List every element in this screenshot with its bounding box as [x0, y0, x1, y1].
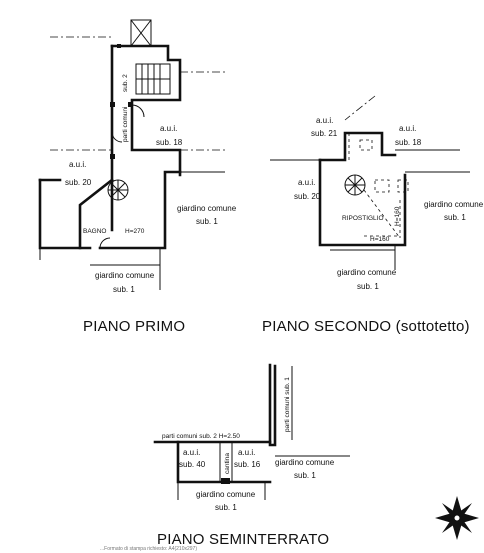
label-aui-40-a: a.u.i.: [183, 448, 200, 457]
footer-stamp: ...Formato di stampa richiesto: A4(210x2…: [100, 546, 197, 552]
title-piano-seminterrato: PIANO SEMINTERRATO: [157, 531, 329, 548]
label-h160-vertical: H=160: [394, 206, 401, 226]
attic-walls: [318, 131, 397, 162]
label-giardino-right-a-semi: giardino comune: [275, 458, 335, 467]
label-aui-18-a: a.u.i.: [160, 124, 177, 133]
north-arrow-icon: [435, 496, 479, 540]
label-aui-20-a-secondo: a.u.i.: [298, 178, 315, 187]
label-bagno: BAGNO: [83, 228, 106, 235]
label-h160-horizontal: H=160: [370, 236, 390, 243]
corridor-walls: [110, 44, 182, 177]
label-giardino-bottom-a-secondo: giardino comune: [337, 268, 397, 277]
label-parti-comuni: parti comuni: [122, 107, 129, 142]
unit-left-walls: [38, 178, 92, 250]
label-giardino-right-b: sub. 1: [196, 217, 218, 226]
label-aui-18-b: sub. 18: [156, 138, 183, 147]
basement-shaft-walls: [268, 363, 277, 447]
label-aui-40-b: sub. 40: [179, 460, 206, 469]
label-height-primo: H=270: [125, 228, 145, 235]
label-giardino-right-b-semi: sub. 1: [294, 471, 316, 480]
label-giardino-bottom-b-semi: sub. 1: [215, 503, 237, 512]
spiral-stair: [107, 179, 129, 201]
label-giardino-bottom-b-secondo: sub. 1: [357, 282, 379, 291]
cantina-door: [221, 478, 230, 484]
ripostiglio-diagonal: [363, 189, 401, 239]
label-aui-21-a: a.u.i.: [316, 116, 333, 125]
label-parti-comuni-vertical: parti comuni sub. 1: [284, 377, 291, 432]
title-piano-primo: PIANO PRIMO: [83, 318, 185, 335]
label-parti-comuni-horizontal: parti comuni sub. 2 H=2.50: [162, 433, 240, 440]
label-giardino-right-a-secondo: giardino comune: [424, 200, 484, 209]
label-sub-2: sub. 2: [122, 74, 129, 92]
label-aui-18-a-secondo: a.u.i.: [399, 124, 416, 133]
label-aui-20-b-secondo: sub. 20: [294, 192, 321, 201]
label-ripostiglio: RIPOSTIGLIO: [342, 215, 384, 222]
label-giardino-right-a: giardino comune: [177, 204, 237, 213]
label-giardino-bottom-a-semi: giardino comune: [196, 490, 256, 499]
label-aui-20-b: sub. 20: [65, 178, 92, 187]
title-piano-secondo: PIANO SECONDO (sottotetto): [262, 318, 470, 335]
label-giardino-right-b-secondo: sub. 1: [444, 213, 466, 222]
label-giardino-bottom-a: giardino comune: [95, 271, 155, 280]
label-aui-16-a: a.u.i.: [238, 448, 255, 457]
label-giardino-bottom-b: sub. 1: [113, 285, 135, 294]
label-aui-21-b: sub. 21: [311, 129, 338, 138]
label-aui-18-b-secondo: sub. 18: [395, 138, 422, 147]
spiral-stair-secondo: [344, 174, 366, 196]
piano-seminterrato-plan: parti comuni sub. 1 parti comuni sub. 2 …: [153, 363, 350, 512]
staircase: [135, 63, 171, 95]
label-cantina: cantina: [224, 453, 231, 474]
door-arc: [131, 104, 145, 118]
label-aui-20-a: a.u.i.: [69, 160, 86, 169]
piano-secondo-plan: a.u.i. sub. 21 a.u.i. sub. 18 a.u.i. sub…: [270, 95, 484, 291]
label-aui-16-b: sub. 16: [234, 460, 261, 469]
piano-primo-plan: parti comuni sub. 2 a.u.i. sub. 18 a.u.i…: [38, 19, 237, 294]
